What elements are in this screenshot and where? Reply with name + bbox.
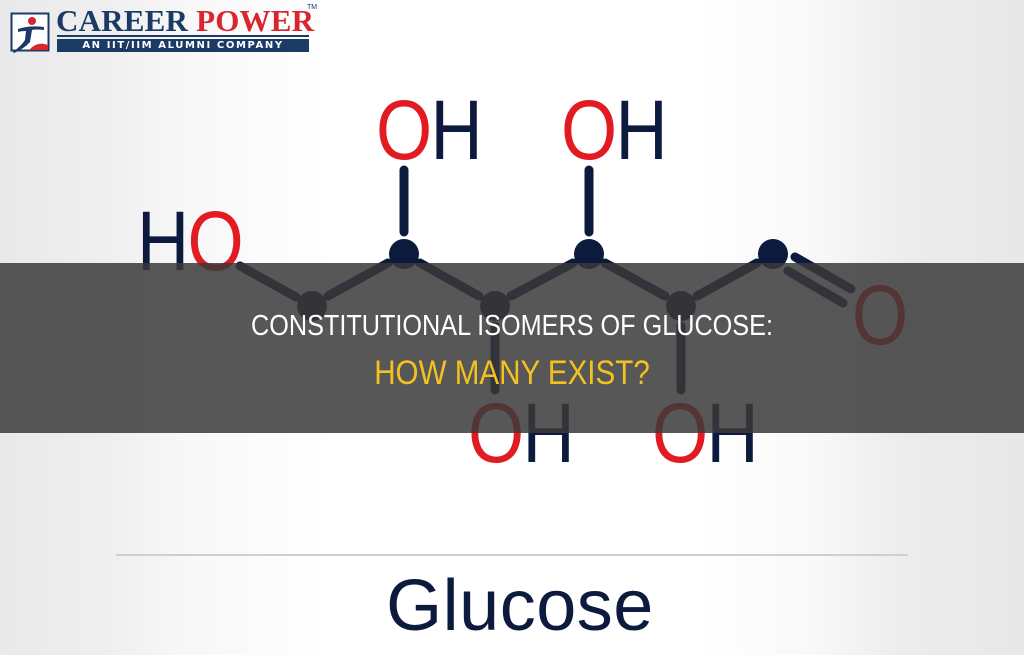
- page-title: CONSTITUTIONAL ISOMERS OF GLUCOSE:: [251, 310, 773, 342]
- hydrogen-symbol: H: [615, 83, 667, 177]
- hydrogen-symbol: H: [430, 83, 482, 177]
- carbon-atom-2: [389, 239, 419, 269]
- carbon-atom-4: [574, 239, 604, 269]
- logo-word-power: POWER: [196, 3, 315, 38]
- oxygen-symbol: O: [376, 83, 432, 177]
- title-overlay-band: [0, 263, 1024, 433]
- page-subtitle: HOW MANY EXIST?: [374, 354, 650, 392]
- trademark-symbol: TM: [307, 4, 318, 11]
- carbon-atom-6: [758, 239, 788, 269]
- molecule-name-label: Glucose: [386, 566, 654, 646]
- logo-tagline: AN IIT/IIM ALUMNI COMPANY: [57, 39, 309, 52]
- logo-word-career: CAREER: [56, 3, 189, 38]
- hydroxyl-label-top-2: OH: [561, 88, 668, 172]
- logo-rule: [57, 35, 309, 37]
- runner-logo-icon: [10, 12, 50, 53]
- oxygen-symbol: O: [561, 83, 617, 177]
- divider-line: [116, 554, 908, 556]
- hydroxyl-label-top-1: OH: [376, 88, 483, 172]
